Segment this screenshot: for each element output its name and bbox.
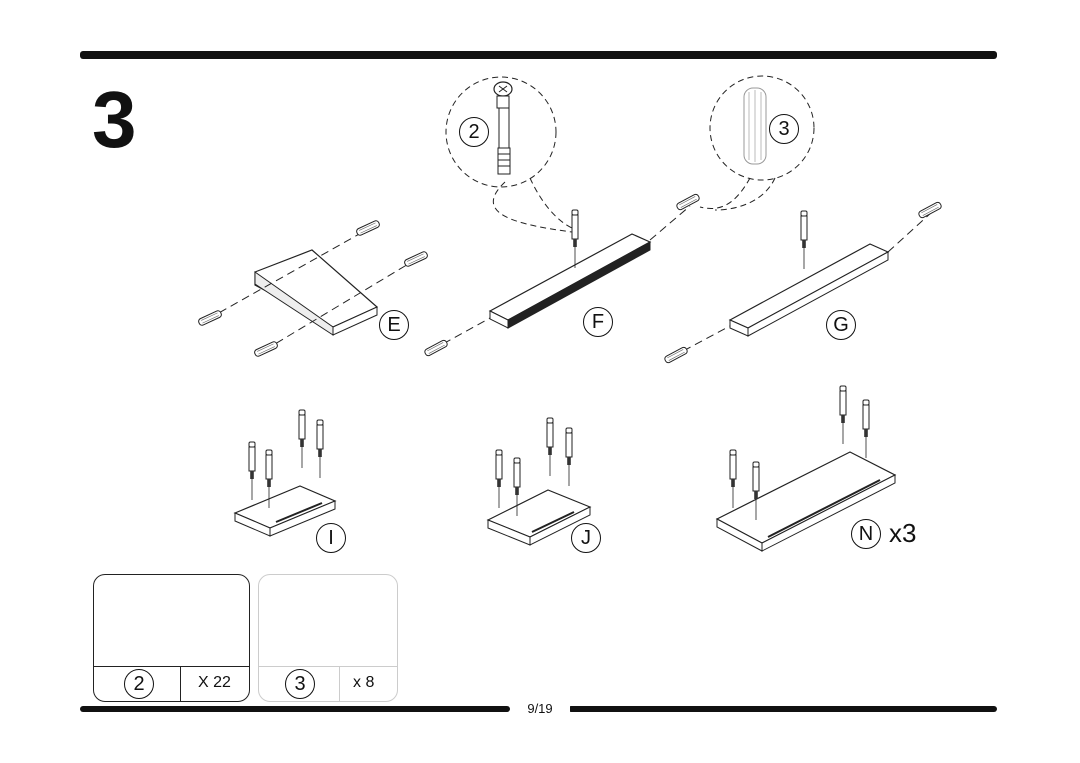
panel-J-drawing <box>486 417 592 546</box>
callout-2-drawing <box>445 76 573 233</box>
part-2-box: 2 X 22 <box>93 574 250 702</box>
part-3-box: 3 x 8 <box>258 574 398 702</box>
callout-2-label: 2 <box>459 116 489 147</box>
step-number: 3 <box>92 75 137 164</box>
panel-F-drawing <box>423 192 701 358</box>
panel-N-quantity: x3 <box>889 518 917 548</box>
callout-3-label: 3 <box>769 113 799 144</box>
part-2-divider <box>180 667 181 701</box>
panel-N-drawing <box>715 385 897 552</box>
panel-G-drawing <box>663 200 943 365</box>
panel-N-label: N <box>851 518 881 549</box>
panel-J-label: J <box>571 522 601 553</box>
part-2-row: 2 X 22 <box>94 666 249 701</box>
part-2-qty: X 22 <box>198 674 231 691</box>
panel-E-drawing <box>197 219 429 358</box>
part-2-id: 2 <box>124 669 154 699</box>
top-rule <box>80 51 997 59</box>
panel-G-label: G <box>826 309 856 340</box>
panel-E-label: E <box>379 309 409 340</box>
panel-F-label: F <box>583 306 613 337</box>
part-3-qty: x 8 <box>353 674 375 691</box>
panel-I-label: I <box>316 522 346 553</box>
part-3-divider <box>339 667 340 701</box>
part-3-row: 3 x 8 <box>259 666 397 701</box>
page-number: 9/19 <box>510 701 570 716</box>
bottom-rule-left <box>80 706 510 712</box>
callout-3-drawing <box>699 75 815 211</box>
part-3-id: 3 <box>285 669 315 699</box>
bottom-rule-right <box>568 706 997 712</box>
panel-I-drawing <box>233 409 337 537</box>
